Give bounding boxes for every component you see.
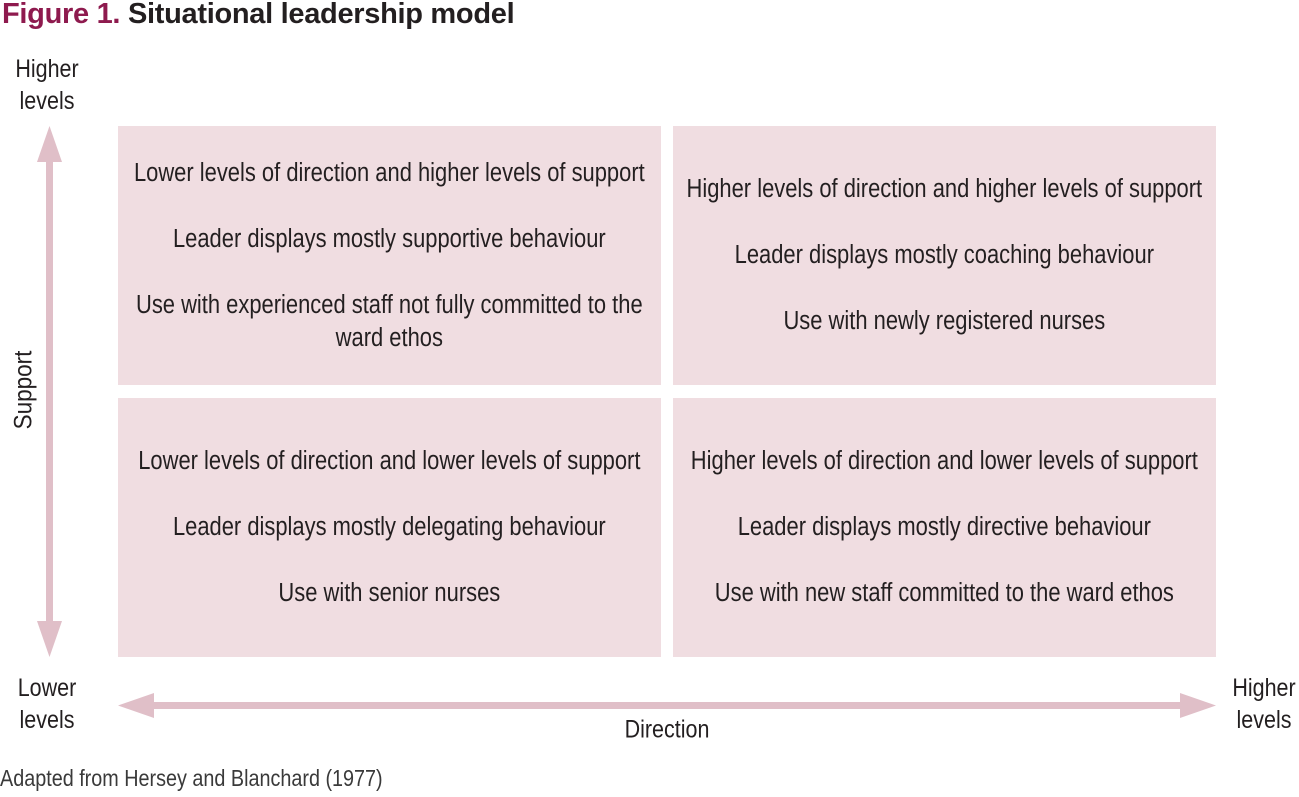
y-axis-top-label: Higher levels: [8, 53, 85, 117]
figure-title-text: Situational leadership model: [127, 0, 515, 30]
quadrant-top-left: Lower levels of direction and higher lev…: [118, 126, 661, 385]
quadrant-behaviour: Leader displays mostly delegating behavi…: [173, 513, 606, 541]
quadrant-bottom-right: Higher levels of direction and lower lev…: [673, 398, 1216, 657]
vertical-double-arrow-icon: [37, 126, 62, 657]
quadrant-levels: Higher levels of direction and higher le…: [686, 175, 1203, 203]
quadrant-behaviour: Leader displays mostly supportive behavi…: [173, 224, 606, 253]
y-axis-top-label-line2: levels: [19, 87, 75, 115]
figure-caption: Adapted from Hersey and Blanchard (1977): [0, 765, 383, 791]
quadrant-bottom-left: Lower levels of direction and lower leve…: [118, 398, 661, 657]
y-axis-top-label-line1: Higher: [15, 55, 79, 83]
y-axis-bottom-label-line2: levels: [19, 706, 75, 734]
y-axis-bottom-label-line1: Lower: [17, 674, 77, 702]
quadrant-top-right: Higher levels of direction and higher le…: [673, 126, 1216, 385]
quadrant-levels: Lower levels of direction and lower leve…: [138, 447, 641, 475]
figure-number: Figure 1.: [2, 0, 121, 30]
quadrant-use: Use with newly registered nurses: [783, 307, 1106, 335]
y-axis-bottom-label: Lower levels: [8, 672, 85, 736]
quadrant-behaviour: Leader displays mostly coaching behaviou…: [734, 241, 1155, 269]
figure-title: Figure 1. Situational leadership model: [2, 0, 515, 31]
quadrant-use: Use with experienced staff not fully com…: [136, 290, 643, 352]
x-axis-label: Direction: [624, 715, 710, 744]
quadrant-use: Use with senior nurses: [278, 579, 501, 607]
quadrant-behaviour: Leader displays mostly directive behavio…: [737, 513, 1152, 541]
quadrant-use: Use with new staff committed to the ward…: [714, 579, 1175, 607]
x-axis-right-label-line1: Higher: [1232, 674, 1296, 702]
quadrant-levels: Lower levels of direction and higher lev…: [134, 158, 645, 187]
x-axis-right-label-line2: levels: [1236, 706, 1292, 734]
x-axis-right-label: Higher levels: [1225, 672, 1299, 736]
horizontal-double-arrow-icon: [118, 693, 1216, 718]
quadrant-levels: Higher levels of direction and lower lev…: [690, 447, 1199, 475]
